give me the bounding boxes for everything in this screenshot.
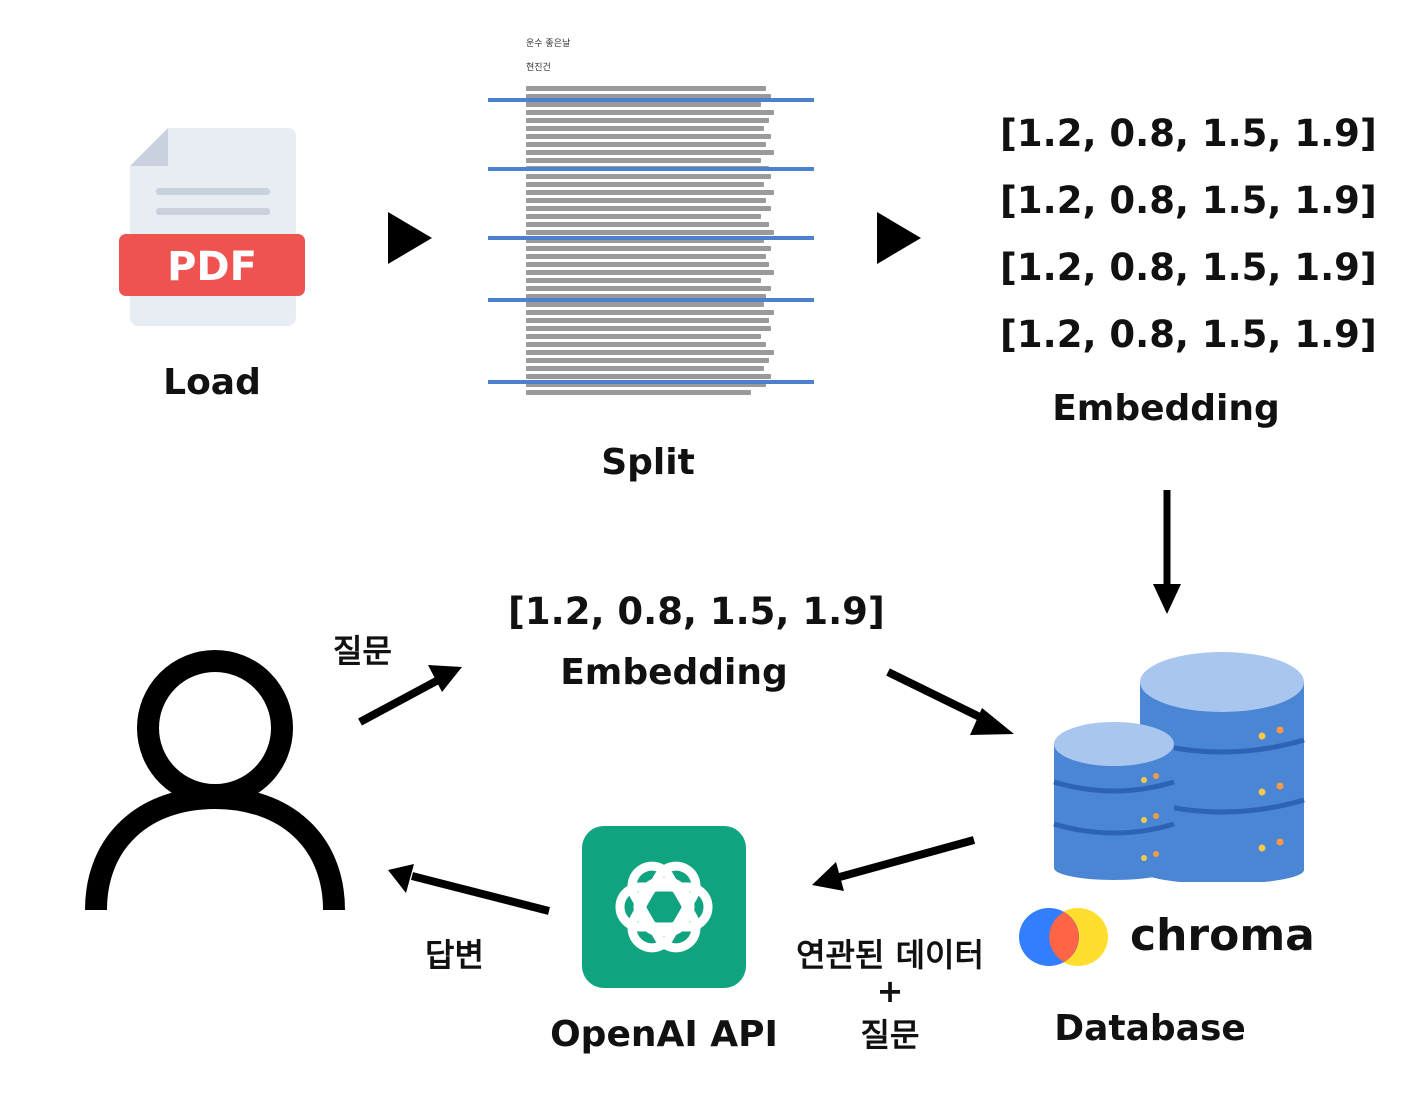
database-label: Database: [1054, 1008, 1246, 1049]
doc-text-line: [526, 222, 769, 227]
doc-text-line: [526, 302, 764, 307]
doc-text-line: [526, 158, 761, 163]
doc-text-line: [526, 102, 761, 107]
split-line: [488, 98, 814, 102]
doc-text-lines: [526, 86, 776, 395]
doc-text-line: [526, 86, 766, 91]
doc-text-line: [526, 318, 769, 323]
doc-text-line: [526, 294, 766, 299]
pdf-badge-text: PDF: [167, 244, 257, 290]
doc-text-line: [526, 230, 774, 235]
doc-text-line: [526, 350, 774, 355]
doc-text-line: [526, 366, 764, 371]
document-page-icon: 운수 좋은날 현진건: [526, 36, 776, 426]
doc-text-line: [526, 94, 771, 99]
openai-logo-icon: [582, 826, 746, 988]
doc-text-line: [526, 310, 774, 315]
question-label: 질문: [333, 632, 392, 670]
doc-text-line: [526, 358, 769, 363]
doc-text-line: [526, 278, 761, 283]
doc-text-line: [526, 214, 761, 219]
openai-label: OpenAI API: [550, 1014, 778, 1055]
database-icon: [1050, 652, 1310, 886]
split-line: [488, 298, 814, 302]
doc-text-line: [526, 326, 771, 331]
split-line: [488, 380, 814, 384]
doc-text-line: [526, 150, 774, 155]
load-label: Load: [163, 362, 261, 403]
doc-text-line: [526, 134, 771, 139]
doc-text-line: [526, 118, 769, 123]
pdf-file-icon: [118, 126, 308, 328]
embedding-vector: [1.2, 0.8, 1.5, 1.9]: [1000, 313, 1377, 356]
doc-text-line: [526, 390, 751, 395]
doc-text-line: [526, 246, 771, 251]
arrow-down-icon: [1150, 490, 1184, 622]
related-question-label: 질문: [860, 1016, 920, 1054]
embedding-vector: [1.2, 0.8, 1.5, 1.9]: [1000, 179, 1377, 222]
query-embedding-label: Embedding: [560, 652, 788, 693]
user-icon: [80, 648, 350, 922]
doc-text-line: [526, 238, 764, 243]
doc-text-line: [526, 126, 764, 131]
doc-text-line: [526, 142, 766, 147]
embedding-vector: [1.2, 0.8, 1.5, 1.9]: [1000, 246, 1377, 289]
split-line: [488, 236, 814, 240]
chroma-wordmark: chroma: [1130, 910, 1315, 961]
doc-text-line: [526, 190, 774, 195]
split-label: Split: [601, 442, 695, 483]
split-line: [488, 167, 814, 171]
doc-title: 운수 좋은날: [526, 39, 571, 49]
play-arrow-icon: [877, 212, 921, 268]
related-data-label: 연관된 데이터: [796, 936, 984, 974]
answer-label: 답변: [425, 936, 484, 974]
embedding-vector: [1.2, 0.8, 1.5, 1.9]: [1000, 112, 1377, 155]
chroma-logo-icon: [1018, 906, 1110, 972]
doc-text-line: [526, 286, 771, 291]
doc-text-line: [526, 174, 771, 179]
doc-text-line: [526, 334, 761, 339]
embedding-label: Embedding: [1052, 388, 1280, 429]
related-plus-label: +: [876, 972, 904, 1010]
doc-text-line: [526, 262, 769, 267]
doc-text-line: [526, 342, 766, 347]
doc-text-line: [526, 254, 766, 259]
doc-text-line: [526, 206, 771, 211]
doc-text-line: [526, 382, 766, 387]
doc-text-line: [526, 374, 771, 379]
doc-author: 현진건: [526, 63, 551, 73]
doc-text-line: [526, 270, 774, 275]
play-arrow-icon: [388, 212, 432, 268]
doc-text-line: [526, 198, 766, 203]
query-vector: [1.2, 0.8, 1.5, 1.9]: [508, 590, 885, 633]
doc-text-line: [526, 110, 774, 115]
doc-text-line: [526, 182, 764, 187]
